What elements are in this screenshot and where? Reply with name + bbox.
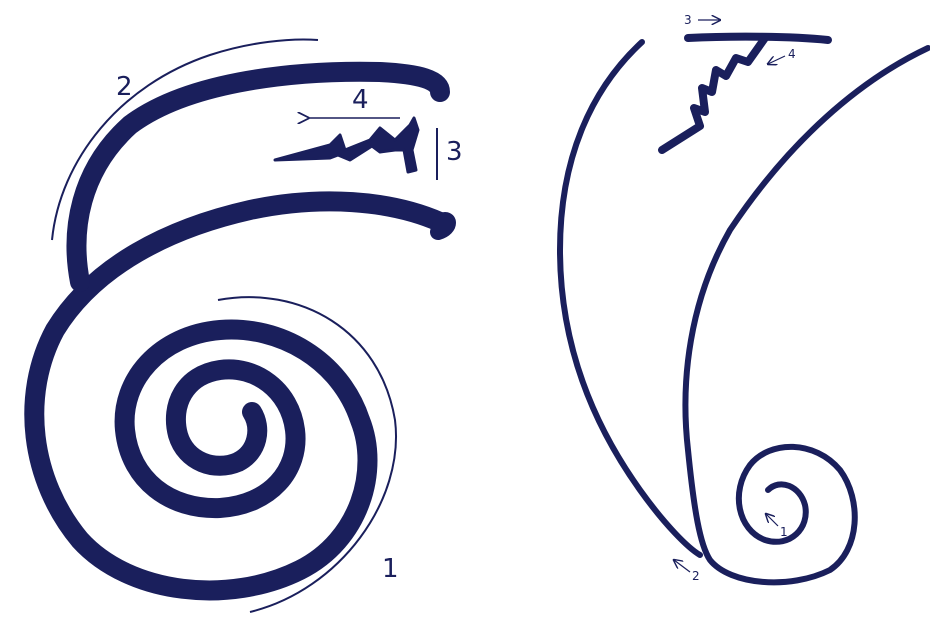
right-zigzag [662,38,765,150]
right-label-4: 4 [788,47,796,61]
left-label-4: 4 [352,85,369,115]
right-label-1: 1 [780,525,788,539]
right-arrow-2 [674,560,690,572]
right-top-bar [688,37,828,40]
right-arrow-4 [768,56,785,64]
right-left-arm [560,42,700,555]
left-figure: 2 4 3 1 [34,40,462,612]
left-label-1: 1 [382,554,399,584]
left-label-2: 2 [116,72,133,102]
right-right-arm [685,48,928,582]
right-figure: 3 4 1 2 [560,13,928,583]
right-arrow-1 [766,514,778,526]
left-label-3: 3 [446,137,463,167]
left-zigzag [275,118,418,172]
right-label-2: 2 [692,569,700,583]
right-label-3: 3 [684,13,692,27]
left-spiral-track [34,201,440,590]
left-inner-branch-end [438,220,448,232]
